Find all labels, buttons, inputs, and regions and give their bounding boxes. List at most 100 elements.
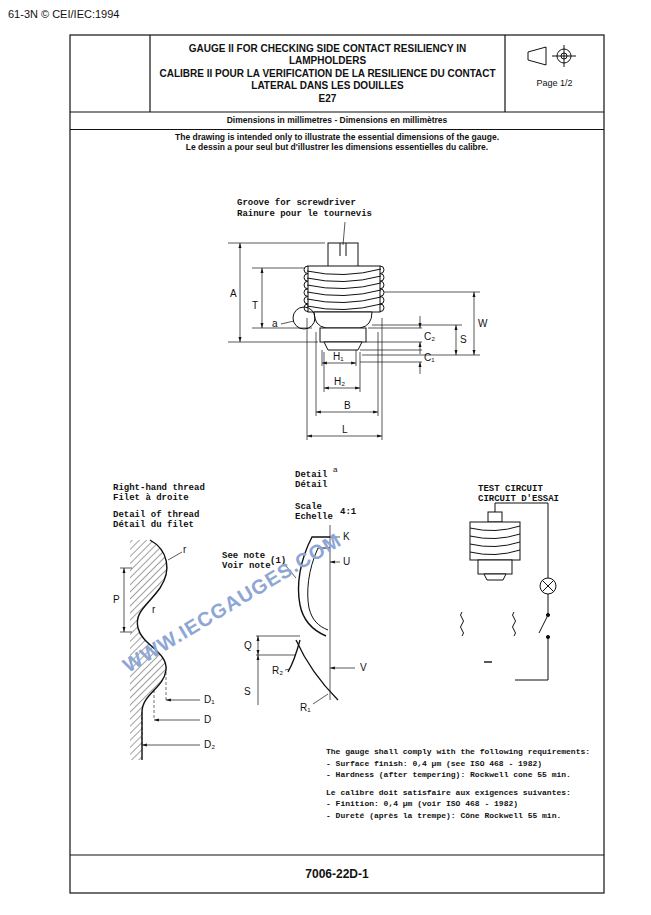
dimension-lines-part	[420, 362, 421, 374]
title-cell: GAUGE II FOR CHECKING SIDE CONTACT RESIL…	[152, 37, 503, 111]
lamp-cap-type: E27	[319, 93, 337, 105]
contact-detail-part	[288, 640, 300, 672]
dimension-letter: S	[244, 686, 251, 697]
scale-value: 4:1	[340, 507, 356, 517]
dimension-lines-part	[324, 352, 325, 392]
sheet-frame-part	[149, 35, 150, 112]
dimension-lines-part	[366, 342, 422, 343]
dimensions-band: Dimensions in millimetres - Dimensions e…	[70, 112, 604, 154]
thread-detail-part	[154, 720, 200, 721]
box-text: Le dessin a pour seul but d'illustrer le…	[70, 143, 604, 153]
gauge-main-view-part	[314, 312, 372, 328]
test-circuit	[461, 503, 557, 680]
dimension-lines-part	[362, 355, 480, 356]
dimension-letter: U	[343, 556, 350, 567]
sheet-frame	[70, 35, 604, 893]
dimension-letter: V	[360, 662, 367, 673]
circuit-heading: CIRCUIT D'ESSAI	[478, 494, 559, 504]
dimension-lines-part	[372, 325, 462, 326]
sheet-frame-part	[504, 35, 505, 112]
box-text: The drawing is intended only to illustra…	[70, 133, 604, 143]
dimension-letter: S	[460, 334, 467, 345]
dimension-lines-part	[322, 350, 323, 366]
contact-detail-part	[296, 640, 338, 700]
scale-note: Scale	[295, 502, 322, 512]
requirement-line: - Surface finish: 0,4 µm (see ISO 468 - …	[326, 758, 590, 770]
radius-letter: r	[183, 544, 186, 555]
requirement-line: - Hardness (after tempering): Rockwell c…	[326, 769, 590, 781]
gauge-main-view-part	[293, 307, 315, 329]
dimension-letter: Q	[244, 640, 252, 651]
gauge-main-view-part	[307, 269, 381, 275]
radius-letter: R₁	[300, 702, 311, 713]
test-circuit-part	[484, 574, 506, 580]
test-circuit-part	[495, 503, 548, 578]
dimension-lines-part	[252, 328, 312, 329]
contact-detail-part	[330, 668, 355, 669]
thread-detail-part	[120, 632, 132, 633]
dimension-lines-part	[384, 292, 480, 293]
dimension-lines-part	[322, 363, 356, 364]
dimension-lines-part	[262, 268, 263, 328]
dimension-lines-part	[368, 328, 422, 329]
box-text: 7006-22D-1	[70, 867, 604, 881]
test-circuit-part	[542, 580, 553, 591]
sheet-reference: 61-3N © CEI/IEC:1994	[8, 8, 119, 20]
detail-heading: Détail du filet	[113, 520, 194, 530]
gauge-main-view-part	[307, 290, 381, 296]
detail-mark: a	[272, 318, 278, 329]
dimension-letter: H₂	[334, 376, 345, 387]
thread-detail-part	[168, 552, 182, 560]
radius-letter: R₂	[272, 665, 283, 676]
dimension-letter: K	[343, 531, 350, 542]
gauge-main-view-part	[307, 283, 381, 289]
contact-detail-part	[258, 636, 259, 655]
contact-detail-part	[330, 562, 340, 563]
gauge-main-view-part	[324, 342, 362, 350]
test-circuit-part	[548, 594, 549, 615]
sheet-frame-part	[70, 854, 604, 855]
dimension-letter: C₂	[424, 331, 435, 342]
gauge-main-view-part	[307, 276, 381, 282]
dimension-lines-part	[420, 316, 421, 328]
thread-detail-part	[154, 690, 155, 720]
dimension-letter: D₁	[204, 694, 215, 705]
box-text: Page 1/2	[505, 78, 604, 88]
thread-detail-part	[166, 672, 167, 700]
detail-heading: Right-hand thread	[113, 483, 205, 493]
test-circuit-part	[470, 542, 520, 547]
requirement-line: The gauge shall comply with the followin…	[326, 746, 590, 758]
dimension-lines-part	[382, 318, 383, 440]
gauge-main-view-part	[320, 328, 366, 342]
scale-note: Echelle	[295, 512, 333, 522]
dimension-letter: D₂	[204, 739, 215, 750]
test-circuit-part	[484, 661, 492, 662]
test-circuit-part	[470, 550, 520, 555]
thread-detail-part	[142, 745, 200, 746]
dimension-letter: W	[478, 318, 487, 329]
dimension-letter: L	[342, 424, 348, 435]
dimension-lines-part	[420, 342, 421, 354]
gauge-main-view-part	[340, 243, 341, 256]
gauge-main-view-part	[304, 266, 308, 312]
dimension-lines-part	[228, 342, 318, 343]
sheet-title: GAUGE II FOR CHECKING SIDE CONTACT RESIL…	[152, 43, 503, 66]
dimension-lines-part	[360, 350, 422, 351]
test-circuit-part	[540, 578, 556, 594]
requirements-note: The gauge shall comply with the followin…	[326, 746, 590, 822]
dimension-letter: P	[113, 594, 120, 605]
detail-heading: Détail	[295, 480, 327, 490]
dimension-lines-part	[474, 292, 475, 355]
thread-detail-part	[124, 568, 125, 632]
test-circuit-part	[470, 526, 520, 531]
dimension-lines-part	[378, 332, 379, 416]
dimension-lines-part	[307, 436, 382, 437]
dimension-letter: B	[344, 400, 351, 411]
test-circuit-part	[539, 615, 548, 633]
thread-detail-part	[166, 700, 200, 701]
callout-note: See note	[222, 551, 265, 561]
dimension-letter: C₁	[424, 352, 435, 363]
dimension-lines-part	[240, 243, 241, 342]
dimension-lines-part	[360, 352, 361, 392]
